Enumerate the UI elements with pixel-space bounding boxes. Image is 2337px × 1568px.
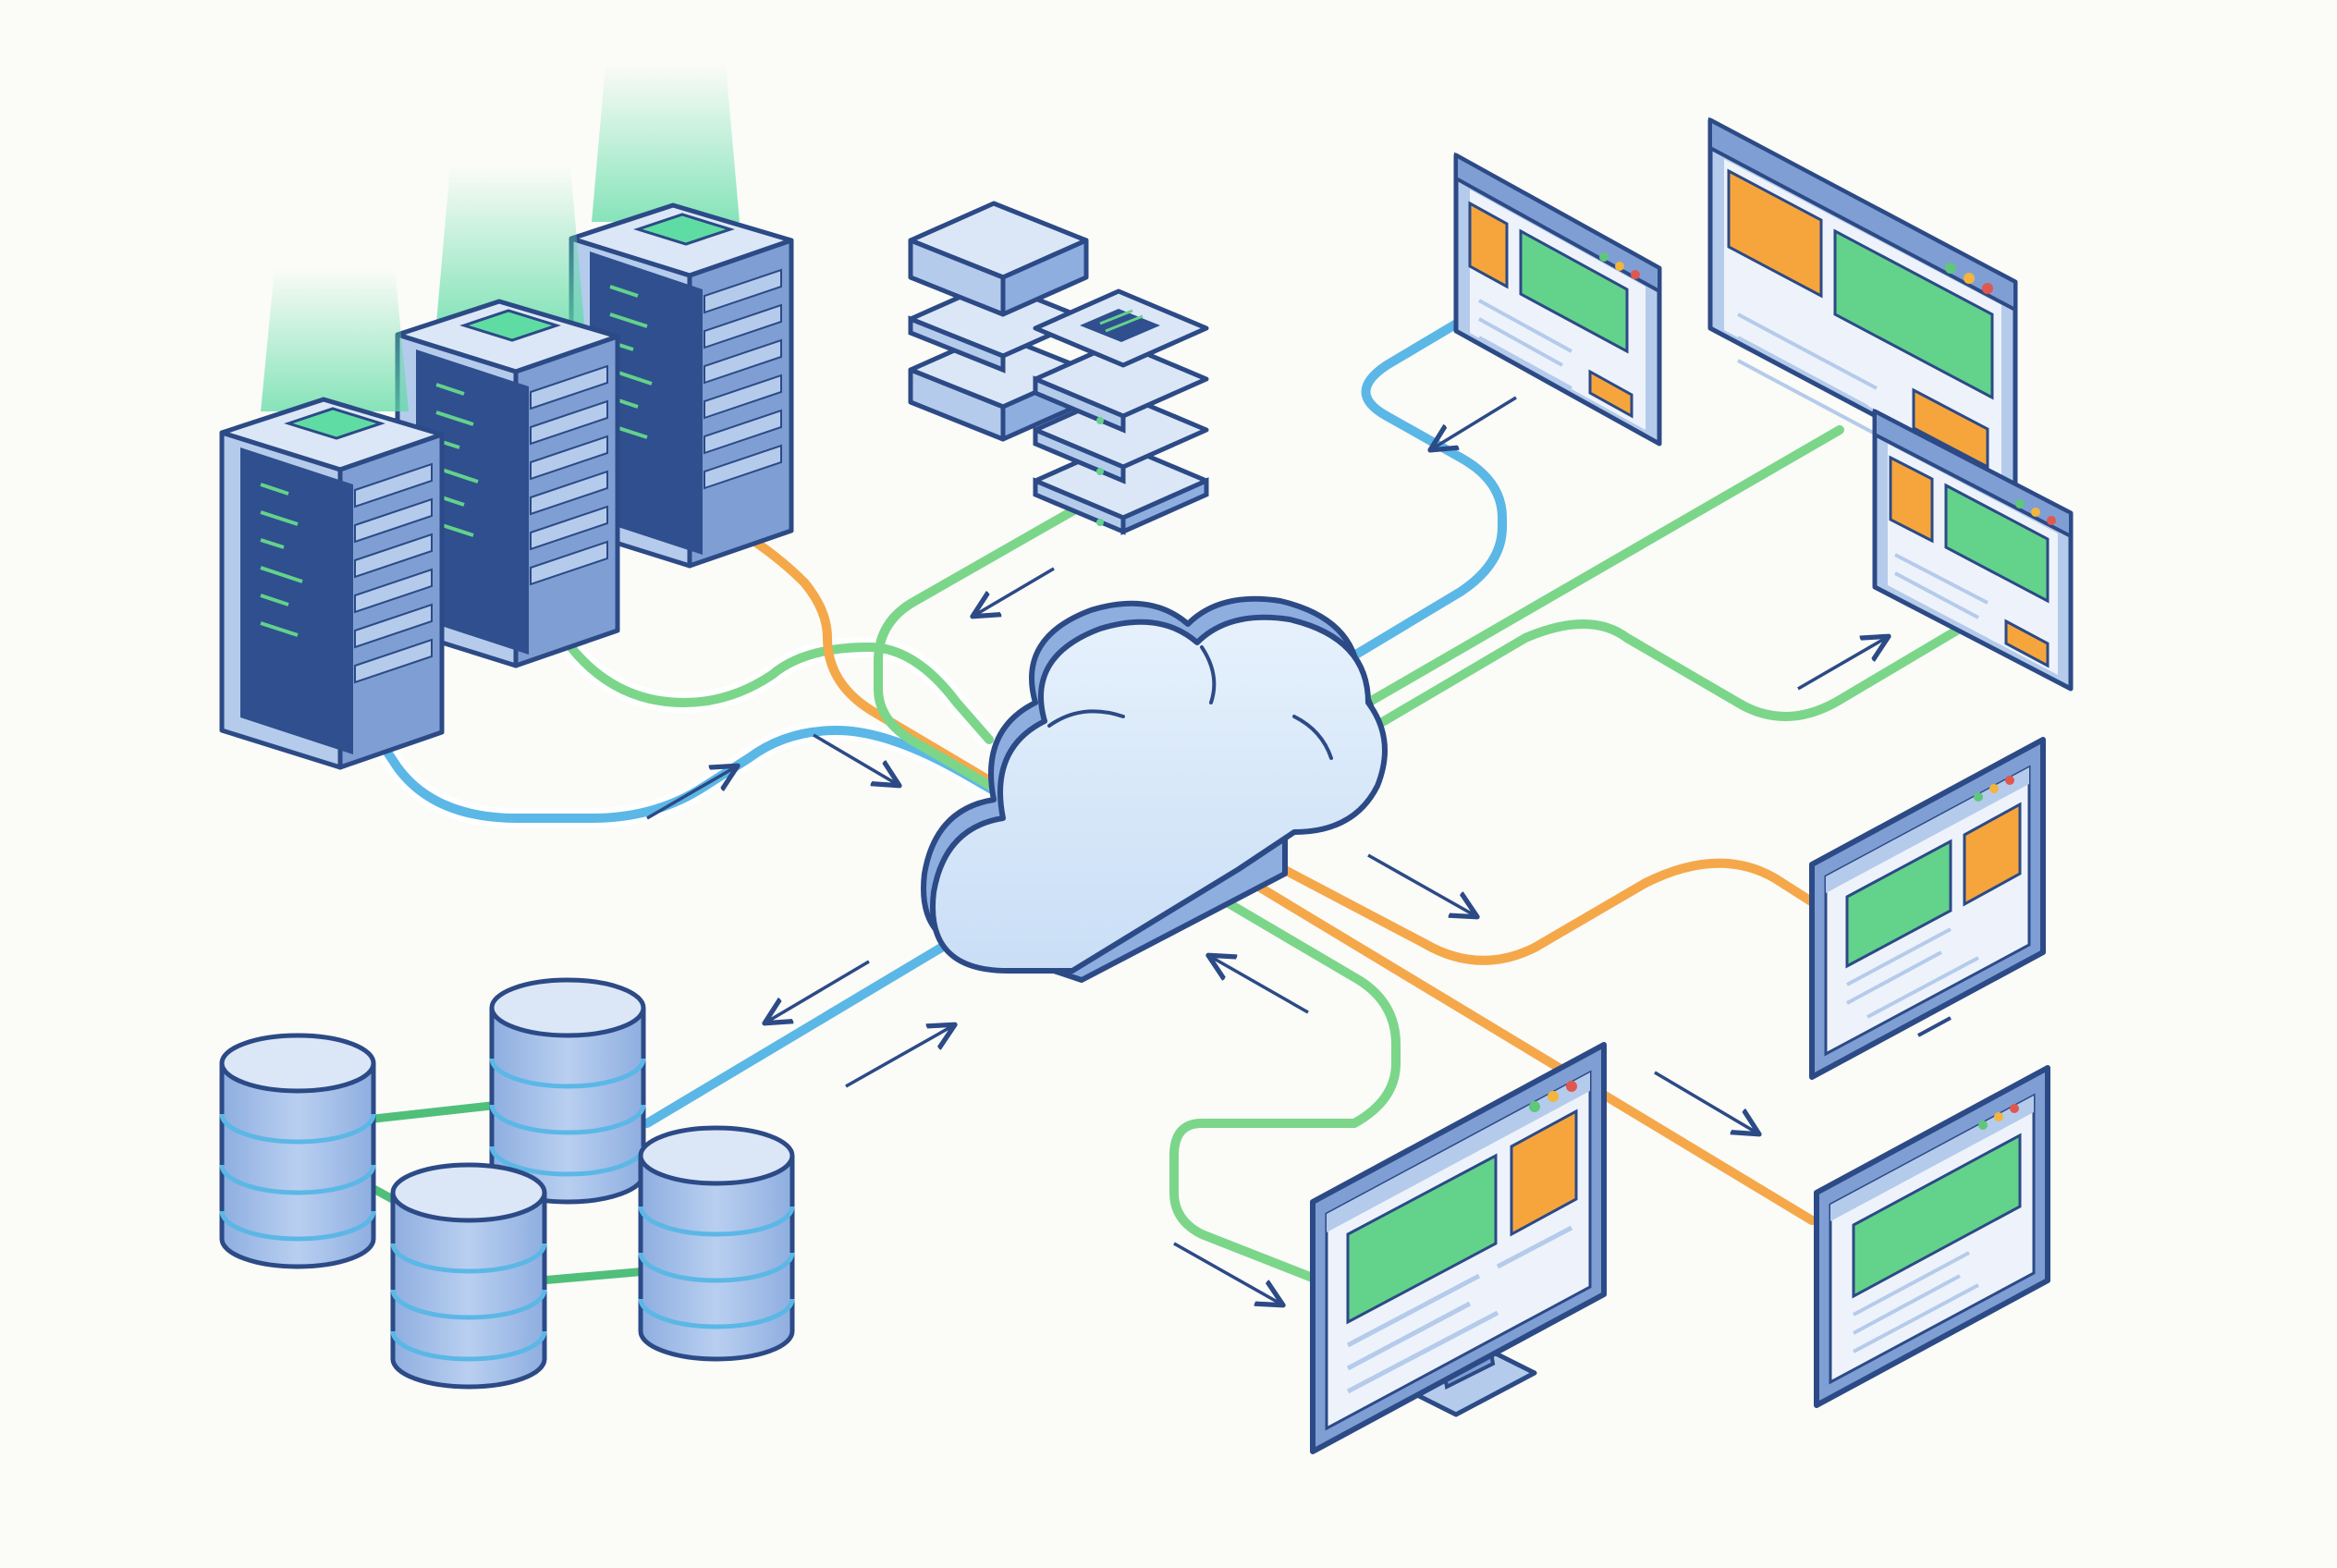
tablet-1 <box>1809 737 2046 1080</box>
arrow-1 <box>646 767 735 820</box>
arrow-2 <box>813 733 897 784</box>
arrow-4 <box>1433 396 1517 448</box>
server-racks <box>219 65 794 770</box>
database-icon <box>489 977 646 1205</box>
storage-stacks <box>908 201 1209 535</box>
link-cloud-browser1 <box>1317 273 1539 680</box>
link-cloud-tablet2 <box>1225 864 1817 1225</box>
tablet-2 <box>1814 1065 2050 1408</box>
link-cloud-monitor <box>1169 883 1401 1290</box>
database-icon <box>390 1162 547 1390</box>
link-rack2-cloud <box>559 633 994 744</box>
window-controls <box>2015 499 2056 525</box>
arrow-3 <box>975 567 1055 615</box>
window-controls <box>1978 1104 2019 1130</box>
window-controls <box>1529 1081 1577 1112</box>
link-rack3-cloud <box>735 527 1003 790</box>
browser-window-3 <box>1872 408 2074 692</box>
link-cloud-browser3 <box>1364 619 1964 735</box>
arrow-8 <box>1654 1071 1756 1133</box>
link-cloud-tablet1 <box>1243 846 1830 965</box>
window-controls <box>1599 252 1640 279</box>
browser-window-2 <box>1707 116 2018 493</box>
link-storage-cloud <box>874 504 1082 795</box>
arrow-10 <box>845 1026 952 1088</box>
home-button <box>1917 1016 1952 1037</box>
database-icon <box>638 1125 795 1362</box>
storage-unit <box>908 201 1089 317</box>
cloud-icon <box>921 595 1388 983</box>
arrow-7 <box>1211 957 1309 1014</box>
window-controls <box>1945 263 1993 294</box>
arrow-5 <box>1797 638 1886 691</box>
flow-arrows <box>646 396 1886 1304</box>
arrow-6 <box>1367 853 1474 915</box>
browser-window-1 <box>1453 152 1662 447</box>
server-rack-1 <box>219 268 445 770</box>
link-cloud-browser2 <box>1364 425 1844 707</box>
database-icon <box>219 1033 376 1269</box>
arrow-11 <box>1173 1242 1280 1304</box>
desktop-monitor <box>1310 1042 1607 1454</box>
storage-stack-2 <box>1033 288 1209 535</box>
connections <box>369 273 1964 1290</box>
arrow-9 <box>767 960 870 1022</box>
database-cluster <box>219 977 795 1390</box>
window-controls <box>1974 776 2014 802</box>
